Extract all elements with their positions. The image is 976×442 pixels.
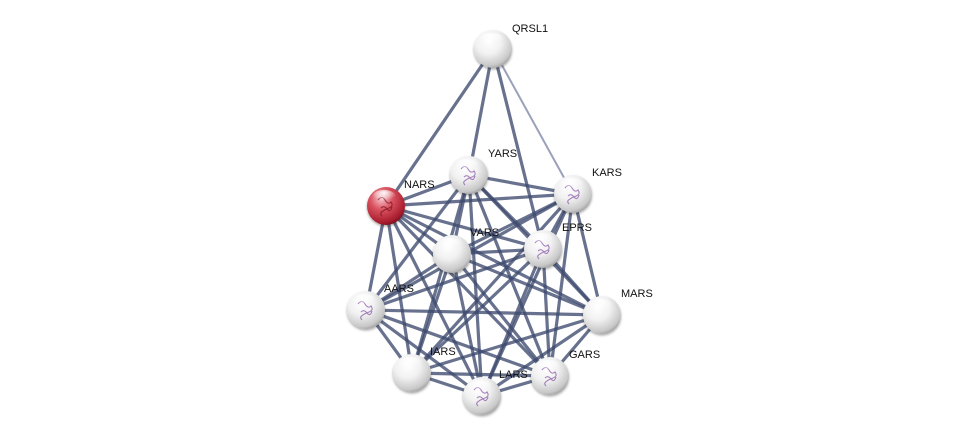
edge-nars-gars[interactable]	[384, 204, 552, 378]
node-gloss	[398, 357, 422, 371]
node-gars[interactable]	[531, 357, 569, 395]
node-kars[interactable]	[554, 175, 592, 213]
edge-yars-aars[interactable]	[364, 173, 471, 312]
node-label-vars: VARS	[470, 227, 499, 239]
edge-qrsl1-nars[interactable]	[384, 47, 495, 208]
edge-aars-mars[interactable]	[364, 308, 604, 317]
node-label-gars: GARS	[569, 349, 600, 361]
edge-iars-gars[interactable]	[410, 371, 552, 378]
edge-kars-mars[interactable]	[571, 192, 604, 317]
node-label-kars: KARS	[592, 167, 622, 179]
edge-mars-iars[interactable]	[410, 313, 604, 375]
node-label-yars: YARS	[488, 148, 517, 160]
node-label-eprs: EPRS	[562, 222, 592, 234]
edge-aars-lars[interactable]	[364, 308, 484, 398]
node-iars[interactable]	[393, 354, 431, 392]
node-yars[interactable]	[450, 156, 488, 194]
node-gloss	[455, 159, 479, 173]
node-nars[interactable]	[367, 187, 405, 225]
edge-vars-iars[interactable]	[410, 252, 454, 375]
node-gloss	[588, 299, 612, 313]
node-gloss	[372, 190, 396, 204]
node-gloss	[352, 294, 376, 308]
node-gloss	[529, 233, 553, 247]
node-vars[interactable]	[433, 235, 471, 273]
edge-aars-gars[interactable]	[364, 308, 552, 378]
node-aars[interactable]	[347, 291, 385, 329]
node-label-aars: AARS	[384, 283, 414, 295]
node-label-nars: NARS	[404, 179, 435, 191]
edge-yars-gars[interactable]	[467, 173, 552, 378]
node-label-mars: MARS	[621, 288, 653, 300]
node-label-qrsl1: QRSL1	[512, 23, 548, 35]
edge-qrsl1-yars[interactable]	[467, 47, 495, 177]
node-lars[interactable]	[463, 377, 501, 415]
node-qrsl1[interactable]	[474, 30, 512, 68]
edge-qrsl1-kars[interactable]	[492, 48, 574, 195]
node-label-lars: LARS	[499, 369, 528, 381]
edge-eprs-aars[interactable]	[364, 247, 545, 312]
node-gloss	[559, 178, 583, 192]
node-gloss	[468, 380, 492, 394]
edge-mars-lars[interactable]	[480, 313, 604, 398]
edge-nars-mars[interactable]	[384, 204, 604, 317]
node-eprs[interactable]	[524, 230, 562, 268]
edge-eprs-lars[interactable]	[480, 247, 545, 398]
node-gloss	[438, 238, 462, 252]
edge-nars-eprs[interactable]	[384, 204, 545, 251]
edge-kars-iars[interactable]	[410, 192, 575, 375]
node-label-iars: IARS	[430, 346, 456, 358]
node-mars[interactable]	[583, 296, 621, 334]
node-gloss	[479, 33, 503, 47]
node-gloss	[536, 360, 560, 374]
